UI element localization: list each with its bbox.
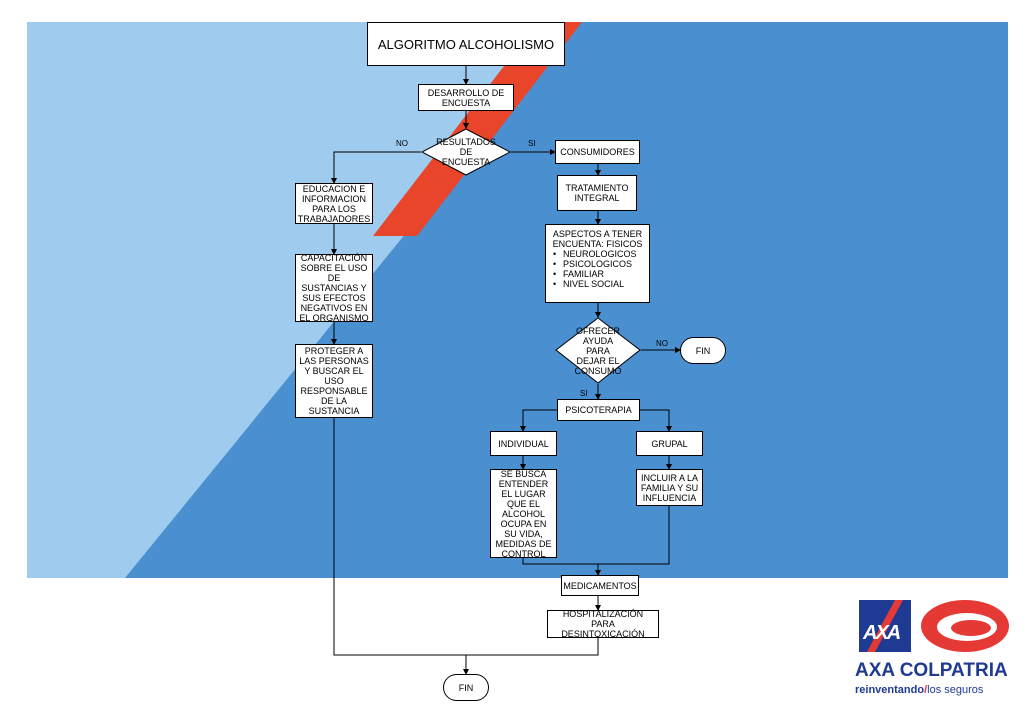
logo-mark-icon <box>859 600 1009 652</box>
tagline-bold: reinventando <box>855 684 925 696</box>
aspectos-item: NIVEL SOCIAL <box>553 279 646 289</box>
aspectos-list: NEUROLOGICOS PSICOLOGICOS FAMILIAR NIVEL… <box>549 249 646 289</box>
ofrecer-text: OFRECER AYUDA PARA DEJAR EL CONSUMO <box>574 325 622 376</box>
tratamiento-node: TRATAMIENTO INTEGRAL <box>557 175 637 211</box>
aspectos-item: FAMILIAR <box>553 269 646 279</box>
incluir-text: INCLUIR A LA FAMILIA Y SU INFLUENCIA <box>640 472 699 503</box>
title-text: ALGORITMO ALCOHOLISMO <box>377 36 555 52</box>
educacion-text: EDUCACION E INFORMACION PARA LOS TRABAJA… <box>297 183 371 224</box>
logo-brand-name: AXA COLPATRIA <box>855 660 1008 681</box>
ofrecer-decision: OFRECER AYUDA PARA DEJAR EL CONSUMO <box>555 317 641 384</box>
grupal-text: GRUPAL <box>651 438 688 449</box>
resultados-text: RESULTADOS DE ENCUESTA <box>436 137 496 167</box>
aspectos-node: ASPECTOS A TENER ENCUENTA: FISICOS NEURO… <box>545 224 650 303</box>
title-node: ALGORITMO ALCOHOLISMO <box>367 22 565 66</box>
red-diagonal-stripe <box>373 22 582 236</box>
tagline-slash: / <box>924 684 928 696</box>
resultados-decision: RESULTADOS DE ENCUESTA <box>421 128 511 176</box>
hospitalizacion-node: HOSPITALIZACIÓN PARA DESINTOXICACIÓN <box>547 609 659 639</box>
capacitacion-node: CAPACITACIÓN SOBRE EL USO DE SUSTANCIAS … <box>295 253 373 323</box>
se-busca-node: SE BUSCA ENTENDER EL LUGAR QUE EL ALCOHO… <box>490 468 557 559</box>
consumidores-node: CONSUMIDORES <box>555 140 640 164</box>
fin-right-terminal: FIN <box>680 337 726 364</box>
incluir-node: INCLUIR A LA FAMILIA Y SU INFLUENCIA <box>636 469 703 506</box>
educacion-node: EDUCACION E INFORMACION PARA LOS TRABAJA… <box>295 183 373 224</box>
hospitalizacion-text: HOSPITALIZACIÓN PARA DESINTOXICACIÓN <box>561 609 645 639</box>
axa-colpatria-logo: AXA AXA COLPATRIA reinventando/los segur… <box>855 598 1015 708</box>
edge-label-ofrecer-si: SI <box>580 389 588 398</box>
tagline-rest: los seguros <box>927 684 984 696</box>
individual-text: INDIVIDUAL <box>498 438 549 449</box>
grupal-node: GRUPAL <box>636 431 703 456</box>
individual-node: INDIVIDUAL <box>490 431 557 456</box>
aspectos-item: PSICOLOGICOS <box>553 259 646 269</box>
edge-label-ofrecer-no: NO <box>656 339 668 348</box>
edge-label-resultados-si: SI <box>528 139 536 148</box>
fin-bottom-terminal: FIN <box>443 674 489 701</box>
tratamiento-text: TRATAMIENTO INTEGRAL <box>565 183 629 203</box>
medicamentos-text: MEDICAMENTOS <box>563 580 637 591</box>
logo-mark-text: AXA <box>863 622 901 644</box>
capacitacion-text: CAPACITACIÓN SOBRE EL USO DE SUSTANCIAS … <box>299 253 369 323</box>
logo-tagline: reinventando/los seguros <box>855 684 983 696</box>
edge-label-resultados-no: NO <box>396 139 408 148</box>
fin-right-text: FIN <box>695 345 711 356</box>
proteger-text: PROTEGER A LAS PERSONAS Y BUSCAR EL USO … <box>299 346 369 416</box>
desarrollo-node: DESARROLLO DE ENCUESTA <box>418 84 514 111</box>
se-busca-text: SE BUSCA ENTENDER EL LUGAR QUE EL ALCOHO… <box>495 468 552 559</box>
desarrollo-text: DESARROLLO DE ENCUESTA <box>427 87 505 108</box>
proteger-node: PROTEGER A LAS PERSONAS Y BUSCAR EL USO … <box>295 344 373 418</box>
fin-bottom-text: FIN <box>458 682 474 693</box>
consumidores-text: CONSUMIDORES <box>560 147 635 157</box>
aspectos-item: NEUROLOGICOS <box>553 249 646 259</box>
medicamentos-node: MEDICAMENTOS <box>561 575 639 596</box>
psicoterapia-text: PSICOTERAPIA <box>565 405 632 415</box>
aspectos-title: ASPECTOS A TENER ENCUENTA: FISICOS <box>552 229 643 249</box>
psicoterapia-node: PSICOTERAPIA <box>557 399 640 421</box>
